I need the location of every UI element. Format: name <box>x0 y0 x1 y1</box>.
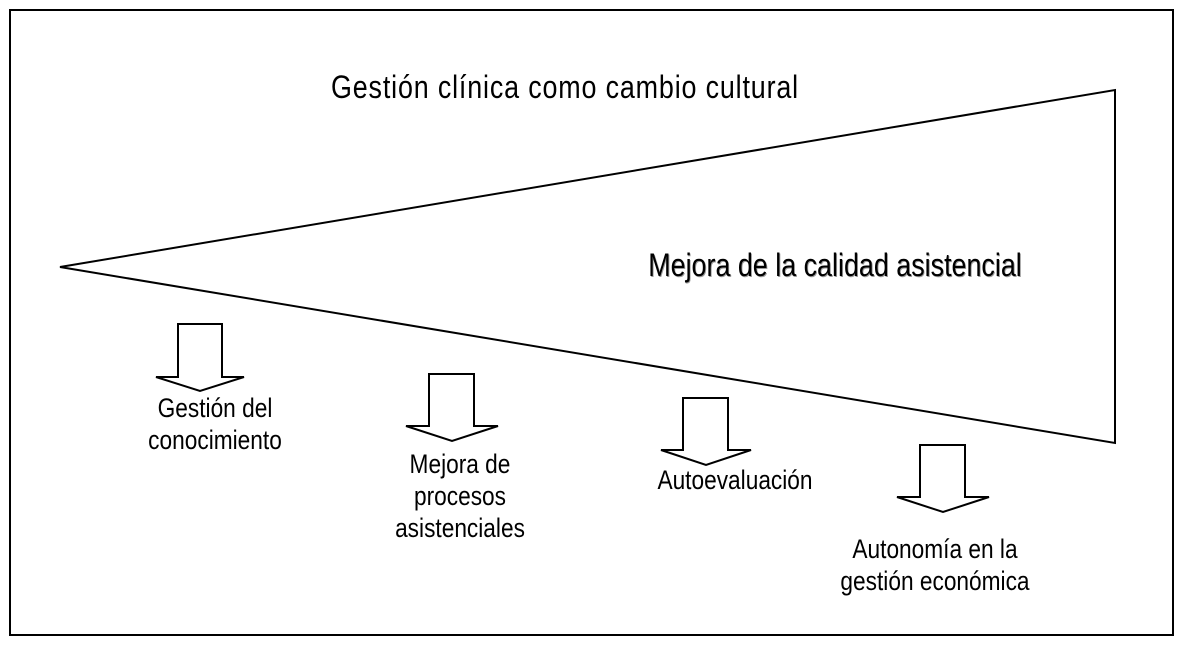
down-arrow-2 <box>405 373 499 443</box>
item-label-autoevaluacion: Autoevaluación <box>657 465 813 495</box>
diagram-frame <box>9 9 1174 636</box>
item-label-gestion-conocimiento: Gestión del conocimiento <box>148 393 282 455</box>
diagram-subtitle: Mejora de la calidad asistencial <box>648 247 1022 283</box>
down-arrow-4 <box>896 444 990 514</box>
diagram-title: Gestión clínica como cambio cultural <box>331 69 799 105</box>
down-arrow-1 <box>155 323 245 393</box>
item-label-mejora-procesos: Mejora de procesos asistenciales <box>395 449 525 543</box>
down-arrow-3 <box>660 397 752 467</box>
wedge-shape <box>59 88 1116 445</box>
item-label-autonomia-gestion: Autonomía en la gestión económica <box>840 534 1030 596</box>
